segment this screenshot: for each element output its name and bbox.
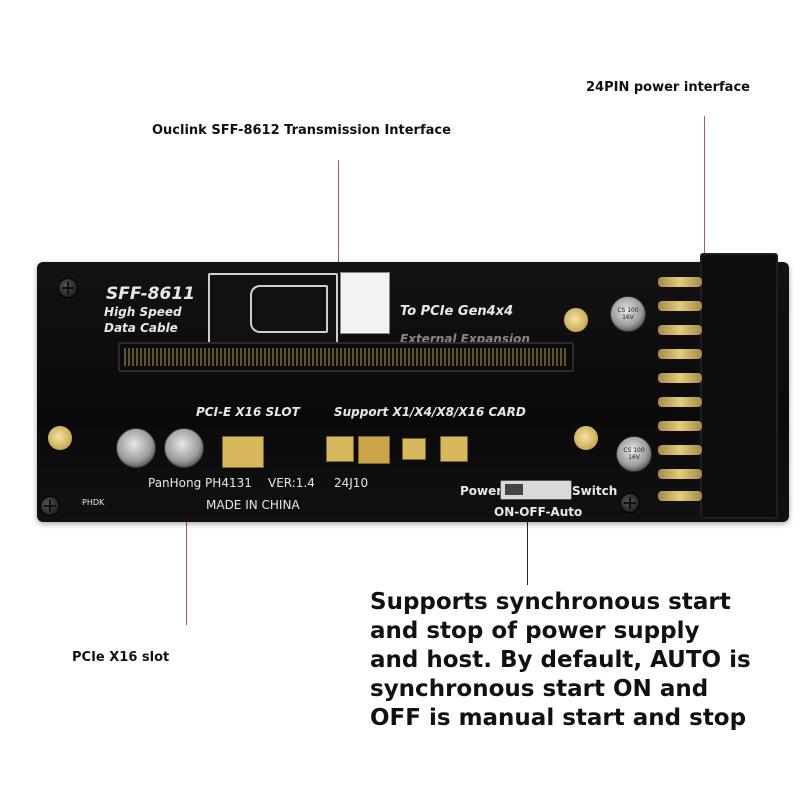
switch-power-label: Power [460,484,503,498]
switch-modes-label: ON-OFF-Auto [494,505,583,519]
connector-pin [658,491,702,501]
pcie-slot-callout-label: PCIe X16 slot [72,650,170,665]
connector-pin [658,469,702,479]
board-subtitle-1: High Speed [104,305,182,319]
connector-pin [658,373,702,383]
description-line: and stop of power supply [370,618,700,644]
power-mosfet [222,436,264,468]
mounting-pad [48,426,72,450]
made-in-label: MADE IN CHINA [206,498,300,512]
description-line: synchronous start ON and [370,676,709,702]
support-label: Support X1/X4/X8/X16 CARD [334,405,526,419]
board-title: SFF-8611 [106,284,195,304]
screw-icon [620,493,640,513]
sff8612-port [208,273,338,345]
feature-description: Supports synchronous start and stop of p… [370,588,790,733]
switch-knob[interactable] [505,484,523,495]
mounting-pad [564,308,588,332]
sff8612-pointer-line [338,160,339,320]
power24-pointer-line [704,116,705,256]
inductor [358,436,390,464]
power-24pin-connector [658,253,778,519]
version-label: VER:1.4 [268,476,315,490]
description-line: and host. By default, AUTO is [370,647,751,673]
smd-component [440,436,468,462]
capacitor-label: CS 100 16V [623,447,645,462]
date-code-label: 24J10 [334,476,369,490]
sff8612-connector-pad [340,272,390,334]
board-subtitle-2: Data Cable [104,321,178,335]
description-line: Supports synchronous start [370,589,731,615]
screw-icon [40,496,60,516]
phdk-logo: PHDK [82,498,105,507]
connector-pin [658,325,702,335]
capacitor [116,428,156,468]
sff8612-port-inner [250,285,328,333]
connector-pin [658,349,702,359]
smd-component [402,438,426,460]
description-line: OFF is manual start and stop [370,705,747,731]
connector-pin [658,397,702,407]
slot-label: PCI-E X16 SLOT [196,405,300,419]
connector-pin [658,421,702,431]
capacitor: CS 100 16V [616,436,652,472]
sff8612-callout-label: Ouclink SFF-8612 Transmission Interface [152,123,451,138]
pcie-slot-pins [124,348,568,366]
capacitor [164,428,204,468]
connector-pin [658,277,702,287]
switch-pointer-line [527,515,528,585]
mounting-pad [574,426,598,450]
power-mode-switch[interactable] [500,480,572,500]
capacitor-label: CS 100 16V [617,307,639,322]
to-pcie-label: To PCIe Gen4x4 [400,304,514,319]
capacitor: CS 100 16V [610,296,646,332]
maker-label: PanHong PH4131 [148,476,252,490]
power24-callout-label: 24PIN power interface [586,80,750,95]
pcie-x16-slot [118,342,574,372]
connector-pin [658,445,702,455]
switch-label: Switch [572,484,618,498]
smd-component [326,436,354,462]
connector-pin [658,301,702,311]
screw-icon [58,278,78,298]
